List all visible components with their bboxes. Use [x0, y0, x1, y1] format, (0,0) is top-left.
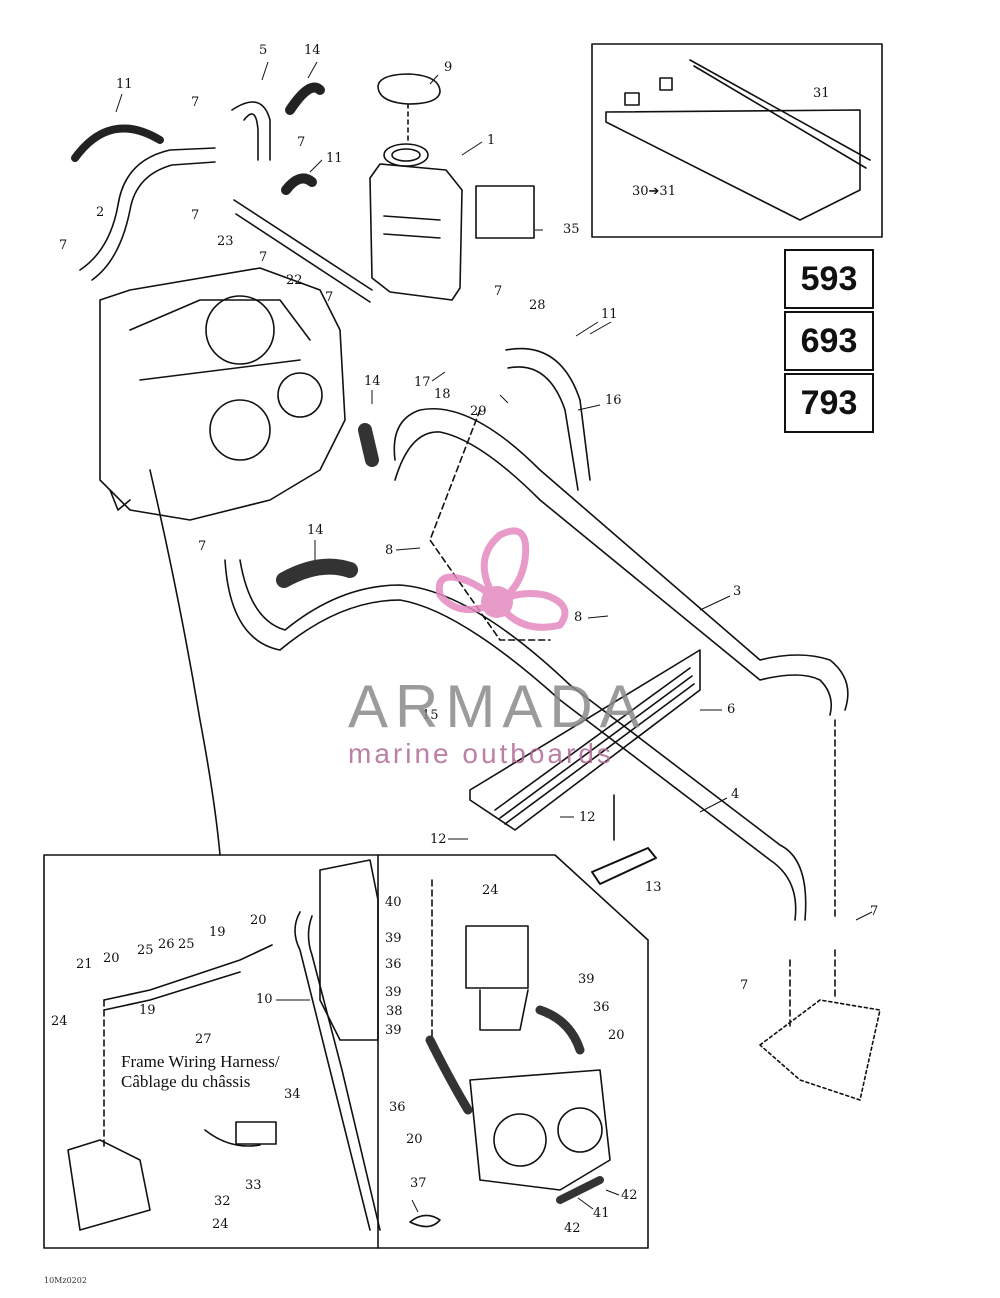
callout-14: 14 — [364, 374, 381, 389]
coolant-reservoir — [369, 163, 463, 301]
heat-exchanger — [469, 649, 701, 831]
callout-11: 11 — [601, 307, 618, 322]
callout-7: 7 — [198, 539, 207, 554]
callout-28: 28 — [529, 298, 546, 313]
callout-8: 8 — [385, 543, 394, 558]
callout-42: 42 — [564, 1221, 581, 1236]
callout-6: 6 — [727, 702, 736, 717]
callout-7: 7 — [59, 238, 68, 253]
callout-26: 26 — [158, 937, 175, 952]
frame-label-line-1: Frame Wiring Harness/ — [121, 1052, 280, 1071]
callout-8: 8 — [574, 610, 583, 625]
callout-35: 35 — [563, 222, 580, 237]
callout-20: 20 — [250, 913, 267, 928]
callout-7: 7 — [740, 978, 749, 993]
callout-33: 33 — [245, 1178, 262, 1193]
callout-12: 12 — [579, 810, 596, 825]
model-593-box: 593 — [784, 249, 874, 309]
callout-7: 7 — [325, 290, 334, 305]
callout-10: 10 — [256, 992, 273, 1007]
callout-9: 9 — [444, 60, 453, 75]
model-793-box: 793 — [784, 373, 874, 433]
callout-30: 30➔31 — [632, 184, 676, 199]
callout-7: 7 — [191, 95, 200, 110]
model-693-box: 693 — [784, 311, 874, 371]
callout-21: 21 — [76, 957, 93, 972]
callout-18: 18 — [434, 387, 451, 402]
callout-32: 32 — [214, 1194, 231, 1209]
callout-40: 40 — [385, 895, 402, 910]
inset-sealing-strip — [591, 43, 883, 238]
callout-27: 27 — [195, 1032, 212, 1047]
callout-1: 1 — [487, 133, 496, 148]
callout-24: 24 — [51, 1014, 68, 1029]
callout-7: 7 — [494, 284, 503, 299]
callout-36: 36 — [389, 1100, 406, 1115]
pressure-cap — [377, 73, 441, 105]
carburetor — [469, 1069, 611, 1191]
callout-7: 7 — [870, 904, 879, 919]
callout-24: 24 — [482, 883, 499, 898]
watermark-name: ARMADA — [348, 673, 647, 740]
callout-24: 24 — [212, 1217, 229, 1232]
callout-23: 23 — [217, 234, 234, 249]
callout-20: 20 — [608, 1028, 625, 1043]
frame-wiring-harness-label: Frame Wiring Harness/ Câblage du châssis — [121, 1052, 280, 1092]
callout-7: 7 — [191, 208, 200, 223]
callout-16: 16 — [605, 393, 622, 408]
callout-19: 19 — [139, 1003, 156, 1018]
callout-39: 39 — [385, 1023, 402, 1038]
watermark-tagline: marine outboards — [348, 738, 614, 769]
callout-3: 3 — [733, 584, 742, 599]
callout-19: 19 — [209, 925, 226, 940]
callout-11: 11 — [116, 77, 133, 92]
callout-5: 5 — [259, 43, 268, 58]
callout-2: 2 — [96, 205, 105, 220]
decal — [475, 185, 535, 239]
callout-31: 31 — [813, 86, 830, 101]
callout-22: 22 — [286, 273, 303, 288]
engine-block — [99, 267, 346, 521]
drawing-code: 10Mz0202 — [44, 1276, 87, 1285]
callout-36: 36 — [385, 957, 402, 972]
callout-15: 15 — [422, 708, 439, 723]
callout-17: 17 — [414, 375, 431, 390]
callout-11: 11 — [326, 151, 343, 166]
callout-4: 4 — [731, 787, 740, 802]
callout-39: 39 — [578, 972, 595, 987]
callout-13: 13 — [645, 880, 662, 895]
callout-37: 37 — [410, 1176, 427, 1191]
callout-20: 20 — [103, 951, 120, 966]
callout-12: 12 — [430, 832, 447, 847]
callout-41: 41 — [593, 1206, 610, 1221]
callout-25: 25 — [137, 943, 154, 958]
callout-39: 39 — [385, 931, 402, 946]
callout-14: 14 — [304, 43, 321, 58]
callout-38: 38 — [386, 1004, 403, 1019]
callout-14: 14 — [307, 523, 324, 538]
callout-39: 39 — [385, 985, 402, 1000]
callout-34: 34 — [284, 1087, 301, 1102]
callout-7: 7 — [259, 250, 268, 265]
frame-label-line-2: Câblage du châssis — [121, 1072, 251, 1091]
inset-fuel-system — [43, 854, 649, 1249]
callout-7: 7 — [297, 135, 306, 150]
callout-42: 42 — [621, 1188, 638, 1203]
callout-20: 20 — [406, 1132, 423, 1147]
callout-29: 29 — [470, 404, 487, 419]
callout-36: 36 — [593, 1000, 610, 1015]
watermark-propeller-icon — [435, 527, 569, 631]
callout-25: 25 — [178, 937, 195, 952]
